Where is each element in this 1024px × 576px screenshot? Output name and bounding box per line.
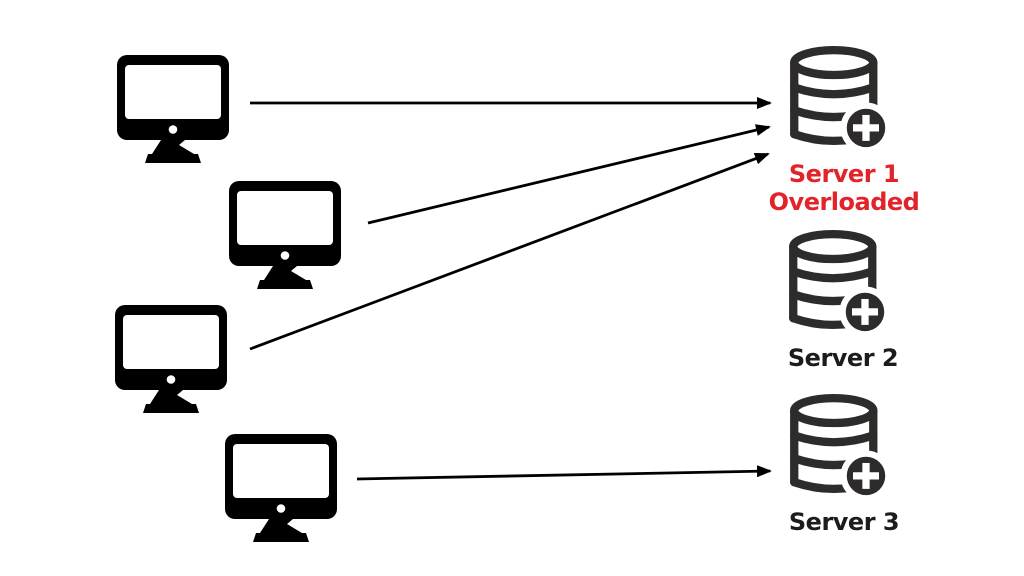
database-add-icon [790, 46, 892, 154]
server-label-line: Overloaded [768, 188, 920, 217]
database-add-icon [790, 394, 892, 502]
server-label-line: Server 1 [788, 160, 900, 188]
computer-icon [229, 181, 341, 289]
arrow-client-computer-2-to-server-1 [367, 124, 771, 225]
arrow-client-computer-4-to-server-3 [356, 465, 772, 481]
database-add-icon [789, 230, 891, 338]
server-3: Server 3 [788, 394, 900, 536]
client-computer-4 [225, 434, 337, 542]
client-computer-2 [229, 181, 341, 289]
server-2: Server 2 [787, 230, 899, 372]
server-label-line: Server 3 [788, 508, 900, 536]
client-computer-3 [115, 305, 227, 413]
client-computer-1 [117, 55, 229, 163]
computer-icon [117, 55, 229, 163]
server-label: Server 3 [788, 508, 900, 536]
computer-icon [115, 305, 227, 413]
server-label: Server 2 [787, 344, 899, 372]
computer-icon [225, 434, 337, 542]
server-label-line: Server 2 [787, 344, 899, 372]
